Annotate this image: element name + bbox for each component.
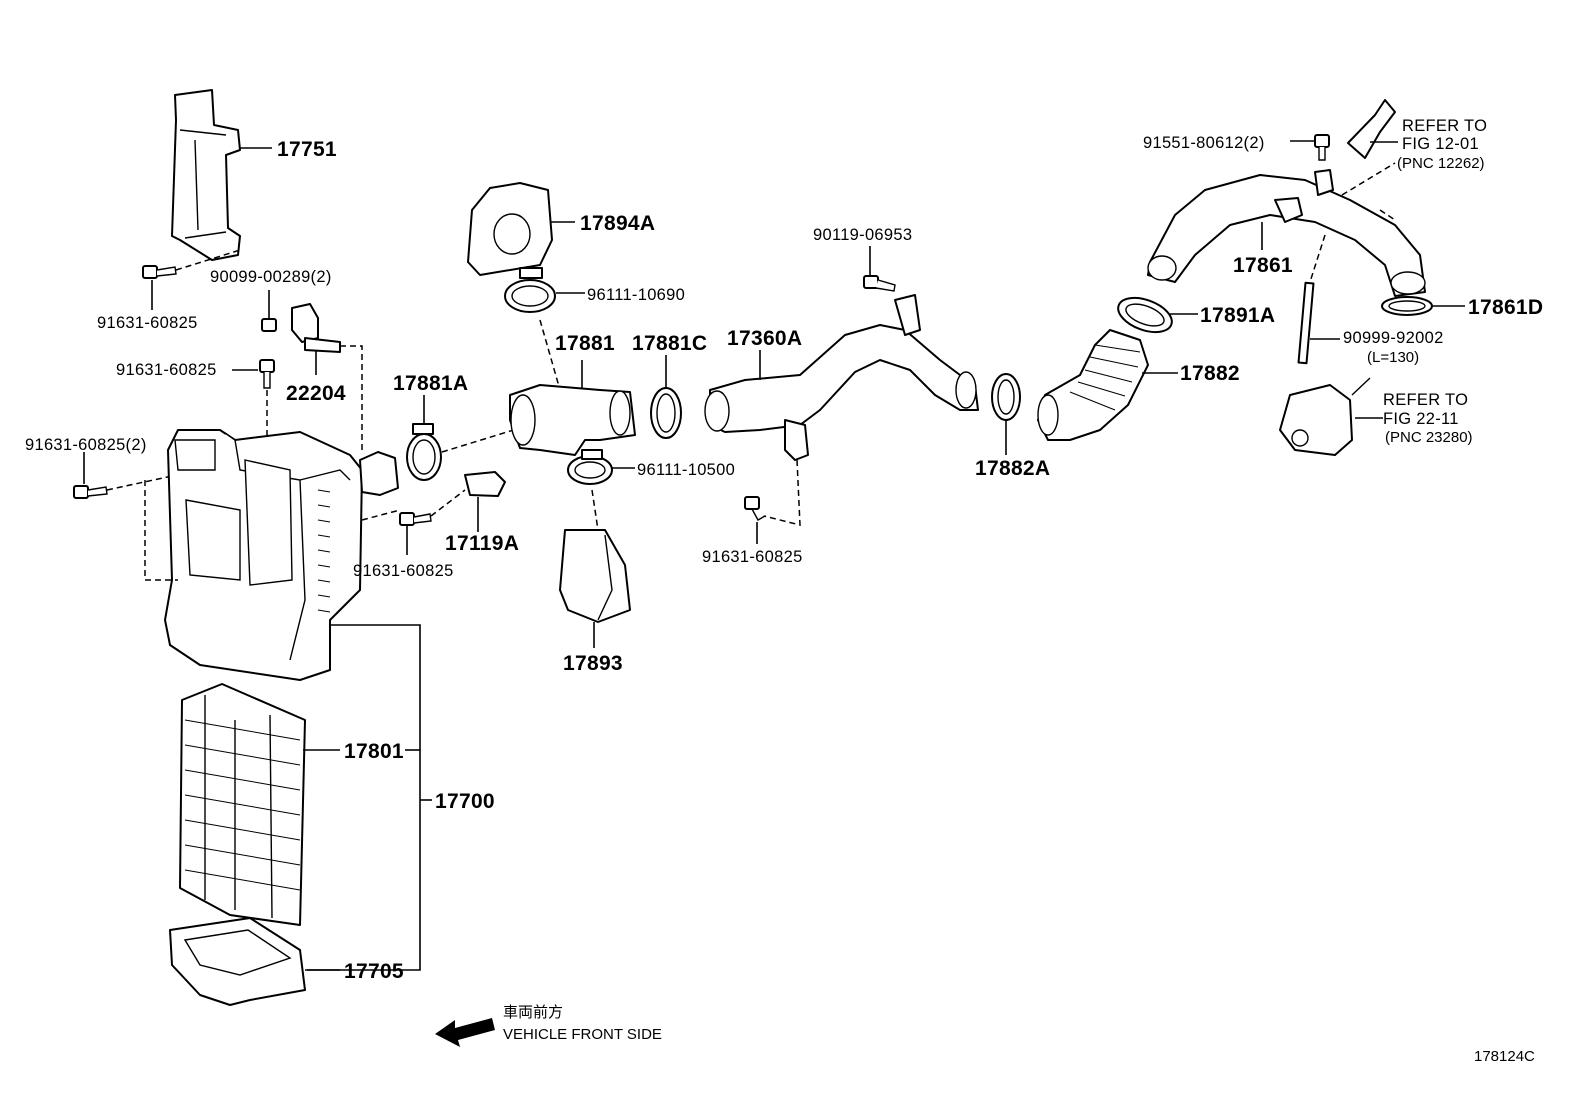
bolt-90119-06953 xyxy=(863,246,896,292)
vehicle-front-indicator: 車両前方 VEHICLE FRONT SIDE xyxy=(435,1004,662,1047)
label-90999-92002: 90999-92002 xyxy=(1343,329,1444,347)
air-inlet-duct-17751 xyxy=(171,89,272,261)
label-91631-d: 91631-60825 xyxy=(702,548,803,566)
hose-clamp-17881C xyxy=(650,355,682,439)
ref1-line2: FIG 12-01 xyxy=(1402,135,1479,153)
label-17119A: 17119A xyxy=(445,532,519,555)
air-flow-meter-22204 xyxy=(291,303,363,450)
intake-pipe-17360A xyxy=(704,294,979,526)
label-91631-c: 91631-60825 xyxy=(353,562,454,580)
front-arrow-icon xyxy=(435,1018,495,1047)
label-17881: 17881 xyxy=(555,332,615,355)
label-17891A: 17891A xyxy=(1200,304,1275,327)
label-96111-10690: 96111-10690 xyxy=(587,286,685,304)
label-17751: 17751 xyxy=(277,138,337,161)
label-17700: 17700 xyxy=(435,790,495,813)
ref1-line1: REFER TO xyxy=(1402,117,1487,135)
ref1-line3: (PNC 12262) xyxy=(1397,155,1485,172)
label-17882: 17882 xyxy=(1180,362,1240,385)
case-ribs xyxy=(317,489,331,613)
bolt-91631-d xyxy=(744,496,766,544)
hose-clamp-17861D xyxy=(1381,296,1465,316)
bolt-91631-2 xyxy=(73,452,201,499)
label-17705: 17705 xyxy=(344,960,404,983)
label-90099-00289: 90099-00289(2) xyxy=(210,268,332,286)
intake-hose-17882 xyxy=(1037,329,1178,441)
ref-valve-23280 xyxy=(1279,377,1383,456)
direction-en: VEHICLE FRONT SIDE xyxy=(503,1026,662,1043)
label-17801: 17801 xyxy=(344,740,404,763)
bracket-17119A xyxy=(464,471,506,532)
hose-clamp-17891A xyxy=(1117,296,1198,334)
air-cleaner-lower-17705 xyxy=(169,917,340,1006)
label-17882A: 17882A xyxy=(975,457,1050,480)
intake-pipe-17861 xyxy=(1147,162,1426,297)
filter-pleats xyxy=(184,719,301,891)
ref2-line1: REFER TO xyxy=(1383,391,1468,409)
label-17360A: 17360A xyxy=(727,327,802,350)
hose-clamp-17882A xyxy=(991,373,1021,455)
label-91631-b: 91631-60825 xyxy=(116,361,217,379)
duct-17893 xyxy=(559,529,631,648)
pin-90999-92002 xyxy=(1297,234,1340,365)
label-17881C: 17881C xyxy=(632,332,707,355)
hose-clamp-96111-10500 xyxy=(567,449,635,531)
bolt-91551-80612 xyxy=(1290,134,1330,161)
hose-clamp-17881A xyxy=(406,395,521,481)
label-17881A: 17881A xyxy=(393,372,468,395)
label-91551-80612: 91551-80612(2) xyxy=(1143,134,1265,152)
label-91631-a: 91631-60825 xyxy=(97,314,198,332)
reference-note-bottom: REFER TO FIG 22-11 (PNC 23280) xyxy=(1383,391,1473,446)
label-96111-10500: 96111-10500 xyxy=(637,461,735,479)
ref2-line2: FIG 22-11 xyxy=(1383,410,1459,428)
label-17861: 17861 xyxy=(1233,254,1293,277)
ref-hose-12262 xyxy=(1347,99,1398,159)
label-91631-2: 91631-60825(2) xyxy=(25,436,147,454)
ref2-line3: (PNC 23280) xyxy=(1385,429,1473,446)
air-filter-element-17801 xyxy=(179,683,420,926)
label-17893: 17893 xyxy=(563,652,623,675)
duct-seal-17894A xyxy=(467,182,575,276)
clip-90099 xyxy=(261,290,277,332)
label-22204: 22204 xyxy=(286,382,346,405)
figure-code: 178124C xyxy=(1474,1048,1535,1065)
bolt-91631-a xyxy=(142,249,241,310)
label-90999-length: (L=130) xyxy=(1367,349,1419,366)
hose-clamp-96111-10690 xyxy=(504,267,585,391)
reference-note-top: REFER TO FIG 12-01 (PNC 12262) xyxy=(1397,117,1487,172)
intake-hose-17881 xyxy=(509,360,636,456)
direction-jp: 車両前方 xyxy=(503,1004,563,1021)
label-17861D: 17861D xyxy=(1468,296,1543,319)
label-17894A: 17894A xyxy=(580,212,655,235)
bolt-91631-c xyxy=(399,489,466,555)
air-cleaner-case xyxy=(144,429,432,971)
label-90119-06953: 90119-06953 xyxy=(813,226,912,244)
